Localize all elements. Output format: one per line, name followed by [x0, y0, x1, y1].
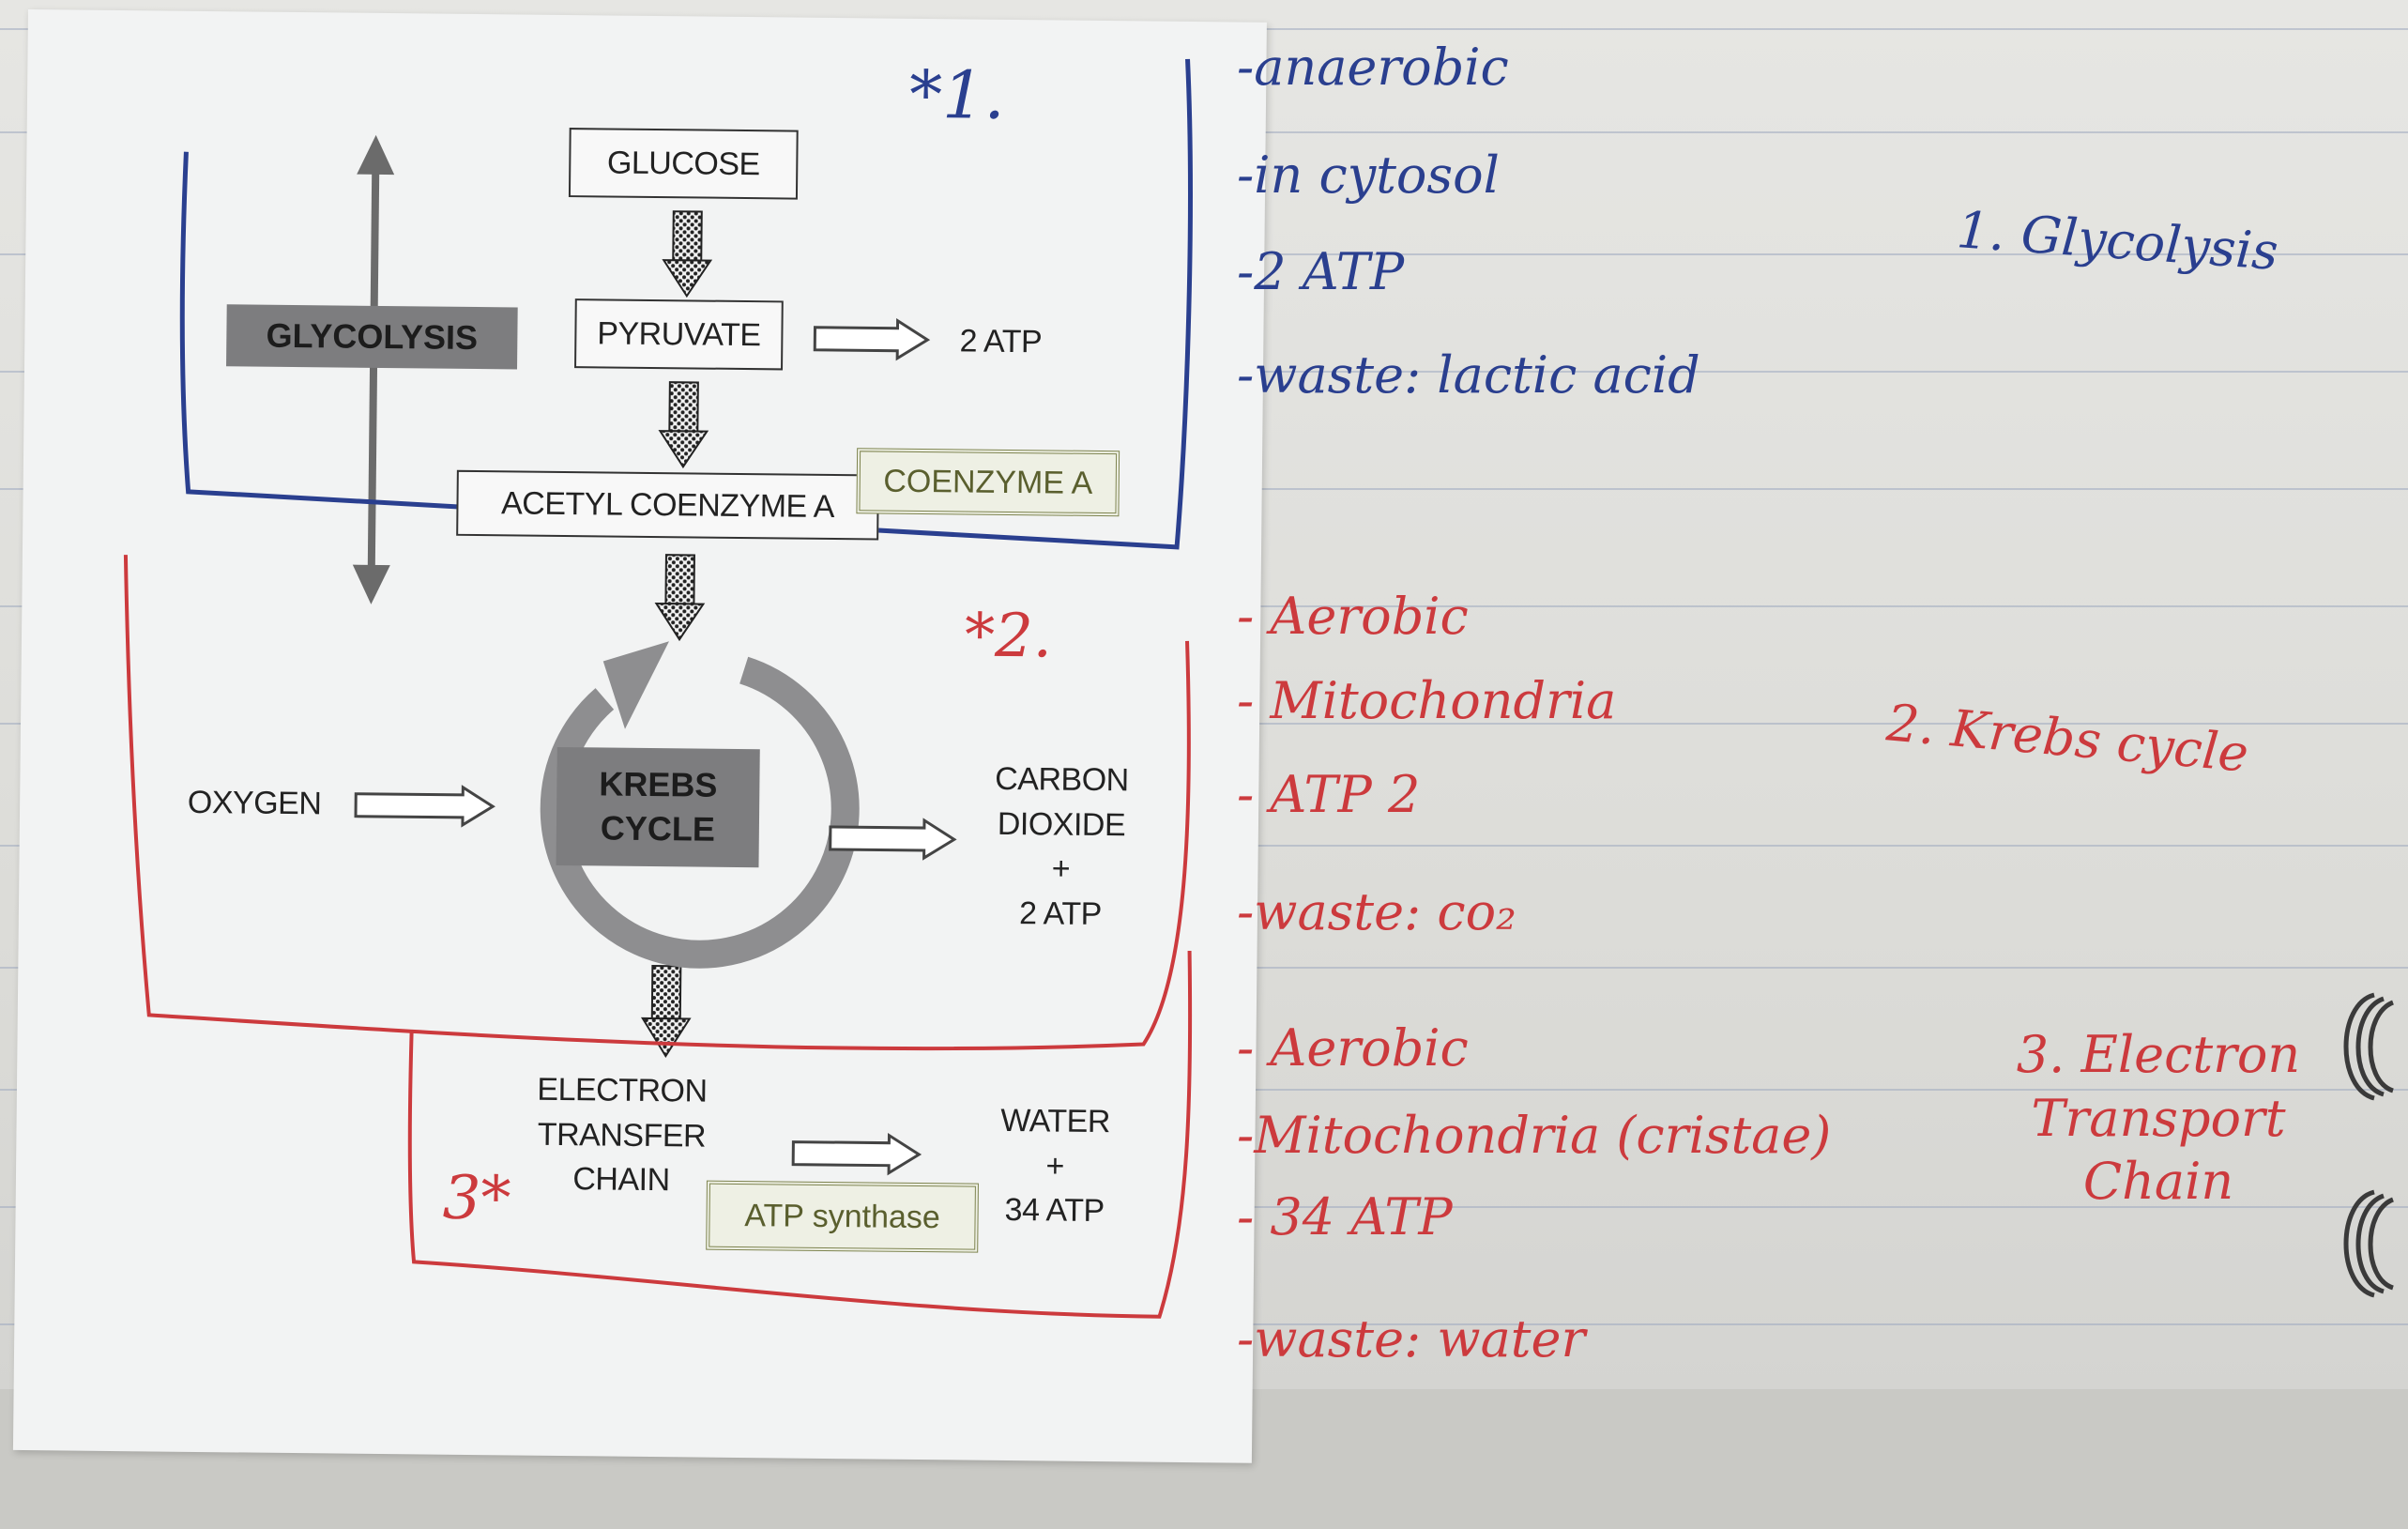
stage3-note: -waste: water	[1237, 1309, 1586, 1368]
stage3-note: -Mitochondria (cristae)	[1237, 1106, 1832, 1165]
down-arrow-icon	[640, 965, 692, 1059]
diagram-printout: GLUCOSE PYRUVATE 2 ATP ACETYL COENZYME A…	[12, 9, 1267, 1463]
down-arrow-icon	[658, 381, 709, 469]
etc-out-line2: +	[1045, 1148, 1065, 1185]
pyruvate-output-label: 2 ATP	[959, 323, 1043, 360]
stage1-note: -2 ATP	[1237, 242, 1405, 301]
diagram-graphics	[123, 58, 1193, 1319]
oxygen-label: OXYGEN	[187, 784, 322, 822]
stage2-note: - Mitochondria	[1237, 671, 1617, 730]
output-arrow-icon	[354, 317, 957, 1176]
spiral-binding-icon	[2343, 992, 2395, 1298]
stage3-title: 3. Electron Transport Chain	[1989, 1023, 2327, 1214]
etc-output-label: WATER + 34 ATP	[974, 1099, 1135, 1235]
etc-out-line3: 34 ATP	[1004, 1192, 1105, 1230]
krebs-cycle-ring-icon	[540, 641, 860, 969]
krebs-line1: KREBS	[599, 764, 718, 804]
stage2-marker: *2.	[964, 601, 1053, 672]
atp-synthase-box: ATP synthase	[706, 1180, 979, 1253]
pyruvate-box: PYRUVATE	[574, 298, 784, 371]
stage3-title-line1: 3. Electron	[2016, 1025, 2301, 1084]
glucose-box: GLUCOSE	[568, 128, 799, 200]
etc-line1: ELECTRON	[537, 1071, 708, 1109]
krebs-out-line2: DIOXIDE	[997, 805, 1126, 843]
stage1-marker: *1.	[908, 55, 1006, 134]
krebs-cycle-label: KREBS CYCLE	[556, 746, 760, 868]
krebs-output-label: CARBON DIOXIDE + 2 ATP	[967, 757, 1156, 938]
stage3-title-line3: Chain	[2082, 1152, 2234, 1211]
stage1-note: -in cytosol	[1237, 145, 1500, 205]
stage1-note: -anaerobic	[1237, 38, 1509, 97]
glycolysis-label: GLYCOLYSIS	[226, 304, 518, 370]
krebs-out-line4: 2 ATP	[1018, 894, 1102, 932]
down-arrow-icon	[654, 554, 706, 642]
etc-out-line1: WATER	[1000, 1102, 1111, 1140]
acetyl-coa-box: ACETYL COENZYME A	[456, 469, 879, 541]
stage3-marker: 3*	[442, 1163, 511, 1234]
stage2-outline	[123, 555, 1191, 1051]
krebs-out-line1: CARBON	[995, 760, 1129, 799]
etc-line3: CHAIN	[572, 1161, 670, 1199]
stage3-title-line2: Transport	[2031, 1088, 2286, 1148]
stage3-outline	[407, 950, 1193, 1319]
krebs-out-line3: +	[1051, 850, 1071, 887]
etc-label: ELECTRON TRANSFER CHAIN	[504, 1067, 739, 1203]
stage3-note: - 34 ATP	[1237, 1187, 1453, 1246]
glycolysis-span-arrow-icon	[352, 134, 395, 604]
stage3-note: - Aerobic	[1237, 1018, 1469, 1078]
stage1-note: -waste: lactic acid	[1237, 345, 1700, 405]
stage2-note: - ATP 2	[1237, 765, 1421, 824]
stage2-note: -waste: co₂	[1237, 882, 1516, 941]
coenzyme-a-box: COENZYME A	[856, 448, 1120, 517]
down-arrow-icon	[662, 210, 713, 298]
krebs-line2: CYCLE	[600, 808, 716, 849]
etc-line2: TRANSFER	[537, 1116, 707, 1154]
stage2-note: - Aerobic	[1237, 587, 1469, 646]
